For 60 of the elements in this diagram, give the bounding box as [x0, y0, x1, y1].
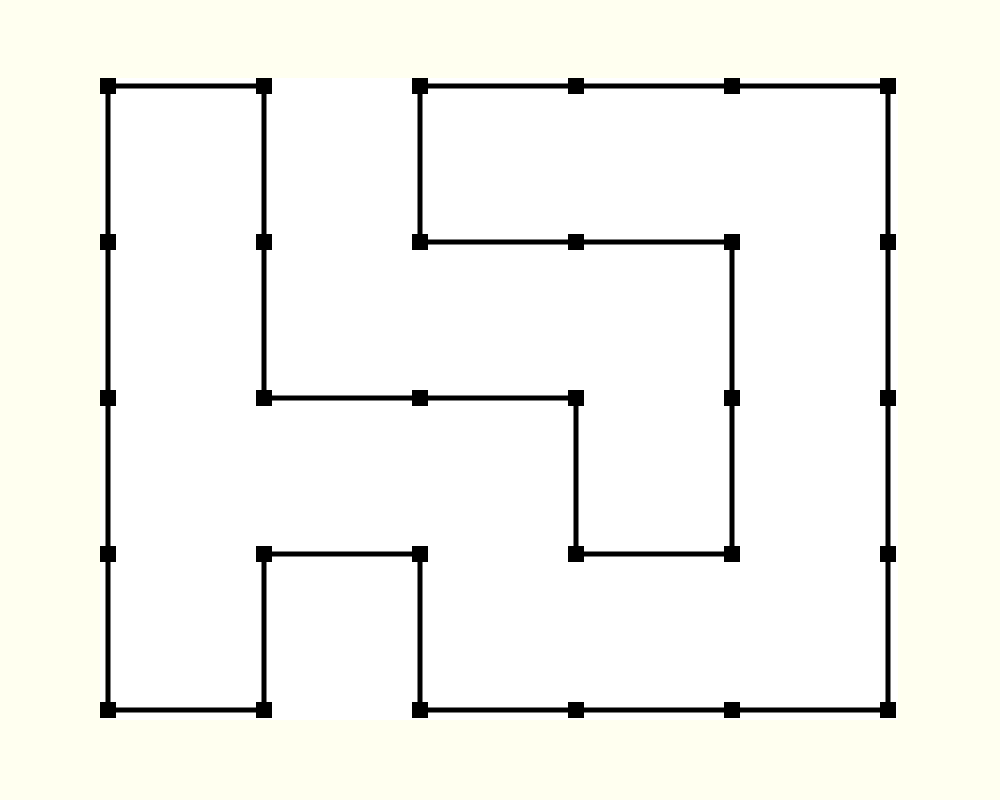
- vertex-marker: [100, 702, 116, 718]
- vertex-marker: [724, 78, 740, 94]
- polygon-edge: [729, 406, 735, 546]
- vertex-marker: [256, 702, 272, 718]
- vertex-marker: [256, 390, 272, 406]
- vertex-marker: [100, 546, 116, 562]
- vertex-marker: [568, 78, 584, 94]
- polygon-edge: [417, 94, 423, 234]
- vertex-marker: [100, 234, 116, 250]
- vertex-marker: [256, 234, 272, 250]
- vertex-marker: [412, 390, 428, 406]
- polygon-edge: [428, 239, 568, 245]
- vertex-marker: [100, 390, 116, 406]
- polygon-edge: [729, 250, 735, 390]
- polygon-edge: [105, 406, 111, 546]
- polygon-edge: [584, 83, 724, 89]
- polygon-edge: [261, 250, 267, 390]
- polygon-edge: [261, 94, 267, 234]
- vertex-marker: [724, 234, 740, 250]
- vertex-marker: [412, 546, 428, 562]
- polygon-edge: [272, 395, 412, 401]
- polygon-edge: [584, 239, 724, 245]
- vertex-marker: [256, 546, 272, 562]
- polygon-edge: [428, 395, 568, 401]
- polygon-edge: [116, 707, 256, 713]
- vertex-marker: [880, 234, 896, 250]
- polygon-edge: [885, 94, 891, 234]
- polygon-edge: [428, 707, 568, 713]
- vertex-marker: [568, 702, 584, 718]
- polygon-edge: [573, 406, 579, 546]
- polygon-edge: [272, 551, 412, 557]
- polygon-edge: [740, 707, 880, 713]
- polygon-edge: [584, 707, 724, 713]
- vertex-marker: [568, 390, 584, 406]
- vertex-marker: [724, 390, 740, 406]
- polygon-edge: [105, 94, 111, 234]
- polygon-edge: [116, 83, 256, 89]
- vertex-marker: [412, 234, 428, 250]
- polygon-edge: [885, 562, 891, 702]
- polygon-edge: [105, 250, 111, 390]
- polygon-edge: [885, 250, 891, 390]
- vertex-marker: [568, 234, 584, 250]
- polygon-edge: [740, 83, 880, 89]
- polygon-edge: [885, 406, 891, 546]
- vertex-marker: [100, 78, 116, 94]
- vertex-marker: [880, 546, 896, 562]
- polygon-edge: [261, 562, 267, 702]
- vertex-marker: [256, 78, 272, 94]
- polygon-edge: [584, 551, 724, 557]
- vertex-marker: [412, 702, 428, 718]
- vertex-marker: [880, 78, 896, 94]
- polygon-edge: [417, 562, 423, 702]
- vertex-marker: [412, 78, 428, 94]
- vertex-marker: [880, 702, 896, 718]
- polygon-edge: [428, 83, 568, 89]
- vertex-marker: [568, 546, 584, 562]
- vertex-marker: [880, 390, 896, 406]
- vertex-marker: [724, 546, 740, 562]
- vertex-marker: [724, 702, 740, 718]
- polygon-edge: [105, 562, 111, 702]
